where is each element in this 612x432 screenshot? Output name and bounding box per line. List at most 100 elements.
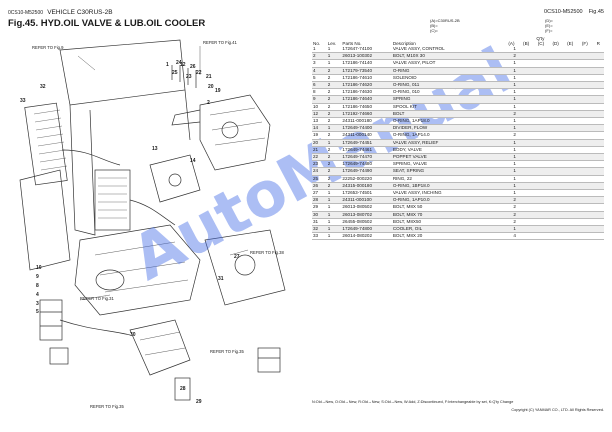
callout-3: 3 (36, 301, 39, 307)
cell-qty-d (551, 218, 567, 227)
cell-qty-e (566, 211, 581, 219)
cell-part-no: 172649-74470 (341, 153, 392, 162)
cell-qty-a: 1 (507, 67, 523, 75)
callout-31: 31 (218, 276, 224, 282)
cell-description: O-RING, 010 (391, 88, 508, 97)
cell-qty-a: 1 (507, 88, 523, 97)
callout-8: 8 (36, 283, 39, 289)
cell-qty-e (566, 117, 581, 126)
model-f: (F)= (545, 28, 553, 33)
cell-no: 22 (312, 153, 327, 162)
cell-part-no: 172186-74650 (341, 103, 392, 111)
cell-qty-b (522, 110, 537, 119)
side-panel (19, 169, 71, 271)
cell-no: 20 (312, 139, 327, 147)
figure-title: Fig.45. HYD.OIL VALVE & LUB.OIL COOLER (8, 18, 206, 29)
cell-description: DIVIDER, FLOW (391, 124, 508, 133)
cell-qty-c (536, 46, 552, 54)
cell-lev: 1 (326, 232, 342, 241)
cell-r (595, 232, 604, 241)
cell-qty-d (551, 203, 567, 212)
exploded-parts-drawing (19, 39, 286, 401)
cell-qty-a: 1 (507, 59, 523, 68)
cell-qty-b (522, 175, 537, 183)
frame-left-post (69, 104, 96, 236)
cell-qty-d (551, 103, 567, 111)
cell-lev: 2 (326, 103, 342, 111)
cell-qty-d (551, 52, 567, 61)
cell-no: 21 (312, 146, 327, 155)
callout-14: 14 (190, 158, 196, 164)
cell-qty-c (536, 196, 552, 205)
cell-part-no: 26014-080202 (341, 232, 392, 241)
cell-r (595, 167, 604, 176)
model-e: (E)= (545, 23, 553, 28)
ref-fig35-b[interactable]: REFER TO Fig.35 (90, 404, 124, 409)
cell-description: SPOOL KIT (391, 103, 508, 111)
change-legend: N:Old→New, O:Old→New, R:Old→New, S:Old→N… (312, 400, 514, 404)
cell-qty-b (522, 117, 537, 126)
parts-table-header: No. Lev. Parts No. Description Q'ty(A) (… (312, 36, 604, 46)
frame-top-plate (59, 39, 186, 106)
ref-fig41[interactable]: REFER TO Fig.41 (203, 40, 237, 45)
cell-lev: 1 (326, 46, 342, 54)
cell-qty-d (551, 124, 567, 133)
cell-qty-b (522, 182, 537, 191)
cell-qty-d (551, 67, 567, 75)
cell-qty-d (551, 110, 567, 119)
cell-qty-e (566, 131, 581, 140)
cell-r (595, 225, 604, 234)
cell-qty-a: 1 (507, 95, 523, 104)
callout-32: 32 (40, 84, 46, 90)
ref-fig35-a[interactable]: REFER TO Fig.35 (210, 349, 244, 354)
cell-qty-e (566, 153, 581, 162)
cell-qty-f (580, 52, 596, 61)
cell-r (595, 67, 604, 75)
cell-qty-a: 2 (507, 218, 523, 227)
cell-qty-b (522, 189, 537, 198)
cell-qty-d (551, 175, 567, 183)
cell-no: 12 (312, 110, 327, 119)
ref-fig9[interactable]: REFER TO Fig.9 (32, 45, 64, 50)
cell-part-no: 26013-100302 (341, 52, 392, 61)
cell-lev: 2 (326, 182, 342, 191)
inching-valve-housing (129, 319, 191, 376)
cell-qty-f (580, 95, 596, 104)
cell-no: 2 (312, 52, 327, 61)
hose-2 (129, 199, 176, 226)
ref-fig38[interactable]: REFER TO Fig.38 (250, 250, 284, 255)
cell-qty-d (551, 74, 567, 83)
cell-qty-c (536, 74, 552, 83)
doc-code-left: 0CS10-M52500 VEHICLE C30RUS-2B (8, 9, 113, 16)
cell-qty-b (522, 146, 537, 155)
ref-fig31[interactable]: REFER TO Fig.31 (80, 296, 114, 301)
